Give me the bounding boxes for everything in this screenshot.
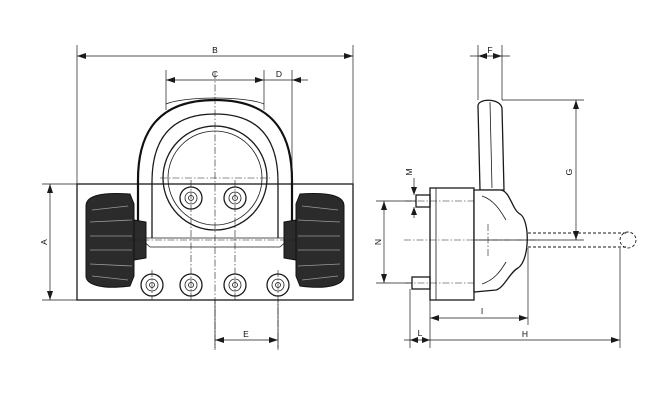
dim-label-g: G — [564, 169, 574, 176]
right-knob — [283, 193, 345, 288]
dim-label-b: B — [212, 45, 218, 55]
side-dimensions: F G M N I L — [373, 45, 621, 348]
dim-label-m: M — [404, 168, 414, 175]
handle-phantom — [528, 231, 637, 249]
dim-label-l: L — [418, 328, 423, 338]
dim-label-c: C — [212, 69, 218, 79]
dim-label-h: H — [522, 329, 528, 339]
left-knob — [85, 193, 147, 288]
dim-label-e: E — [243, 329, 249, 339]
dim-label-d: D — [276, 69, 282, 79]
front-view — [76, 72, 354, 350]
front-dimensions: B C D A E — [39, 45, 354, 348]
upper-bolts — [179, 186, 247, 210]
dim-label-n: N — [373, 239, 383, 245]
dim-label-a: A — [39, 239, 49, 245]
dim-label-f: F — [487, 45, 492, 55]
side-hub — [473, 189, 528, 293]
side-view — [404, 99, 637, 301]
dim-label-i: I — [481, 306, 483, 316]
